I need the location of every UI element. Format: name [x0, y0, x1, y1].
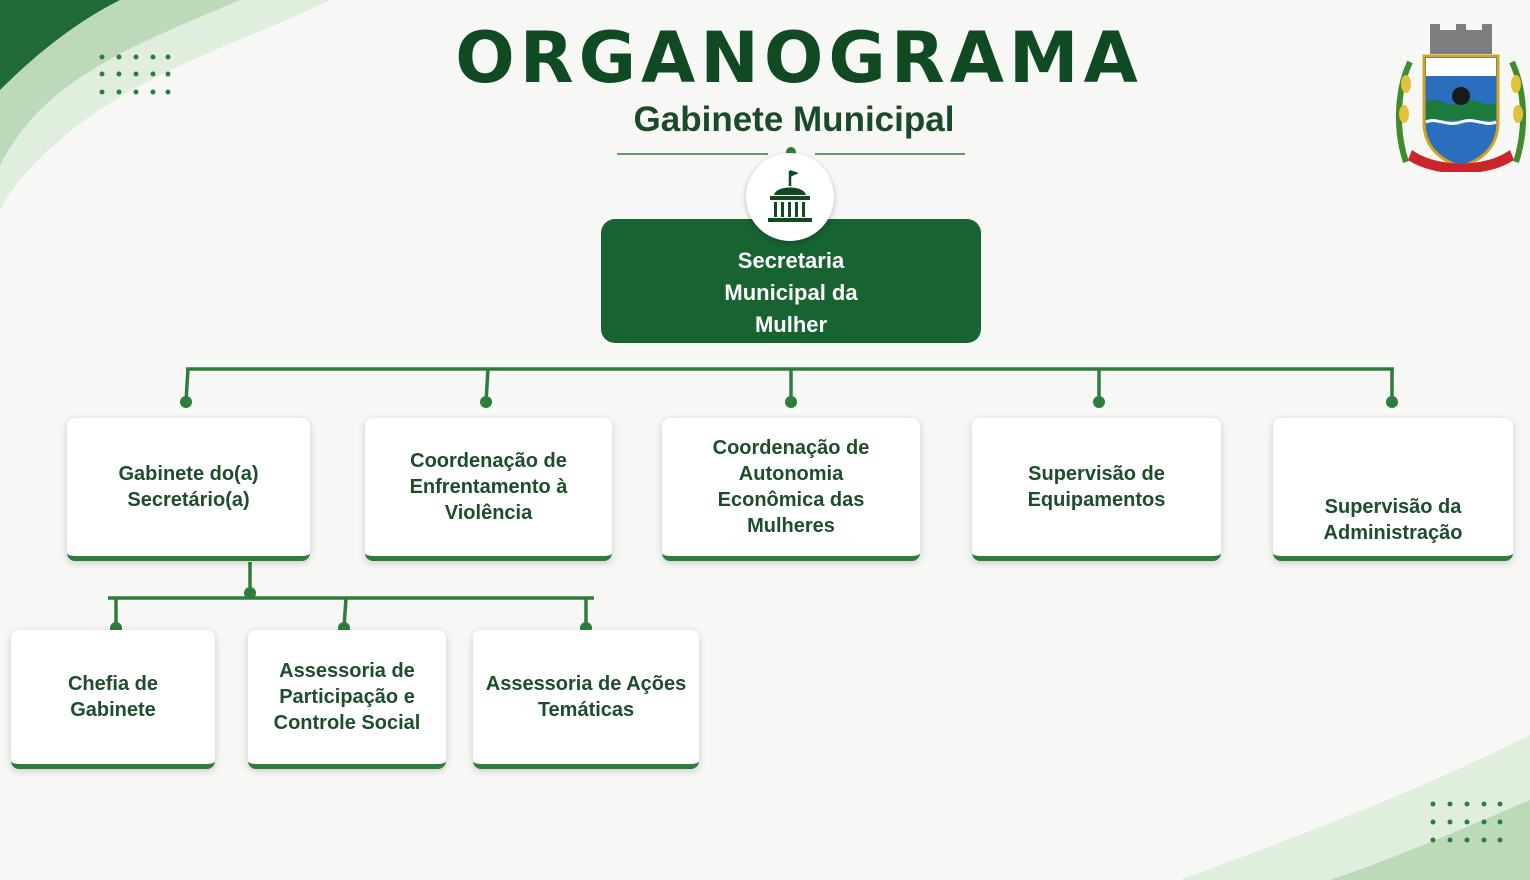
node-label: Coordenação de Autonomia Econômica das M… [712, 437, 870, 537]
page-subtitle: Gabinete Municipal [633, 100, 955, 139]
node-supervisao-equipamentos: Supervisão de Equipamentos [972, 418, 1221, 561]
node-label: Chefia de Gabinete [67, 673, 159, 721]
node-assessoria-participacao: Assessoria de Participação e Controle So… [248, 630, 446, 769]
node-label: Assessoria de Participação e Controle So… [273, 660, 421, 734]
node-chefia-gabinete: Chefia de Gabinete [11, 630, 215, 769]
node-label: Assessoria de Ações Temáticas [485, 673, 687, 721]
node-label: Gabinete do(a) Secretário(a) [118, 463, 259, 511]
node-label: Supervisão da Administração [1323, 496, 1463, 544]
page-title: ORGANOGRAMA [455, 17, 1143, 99]
node-assessoria-acoes-tematicas: Assessoria de Ações Temáticas [473, 630, 699, 769]
node-label: Coordenação de Enfrentamento à Violência [409, 450, 568, 524]
municipal-coat-of-arms-icon [1395, 24, 1527, 172]
node-coordenacao-enfrentamento: Coordenação de Enfrentamento à Violência [365, 418, 612, 561]
government-building-icon [746, 153, 834, 241]
node-gabinete-secretario: Gabinete do(a) Secretário(a) [67, 418, 310, 561]
dots-top-left [99, 54, 171, 95]
dots-bottom-right [1430, 801, 1503, 843]
node-coordenacao-autonomia: Coordenação de Autonomia Econômica das M… [662, 418, 920, 561]
node-supervisao-administracao: Supervisão da Administração [1273, 418, 1513, 561]
root-node-label: Secretaria Municipal da Mulher [724, 248, 858, 337]
node-label: Supervisão de Equipamentos [1027, 463, 1166, 511]
